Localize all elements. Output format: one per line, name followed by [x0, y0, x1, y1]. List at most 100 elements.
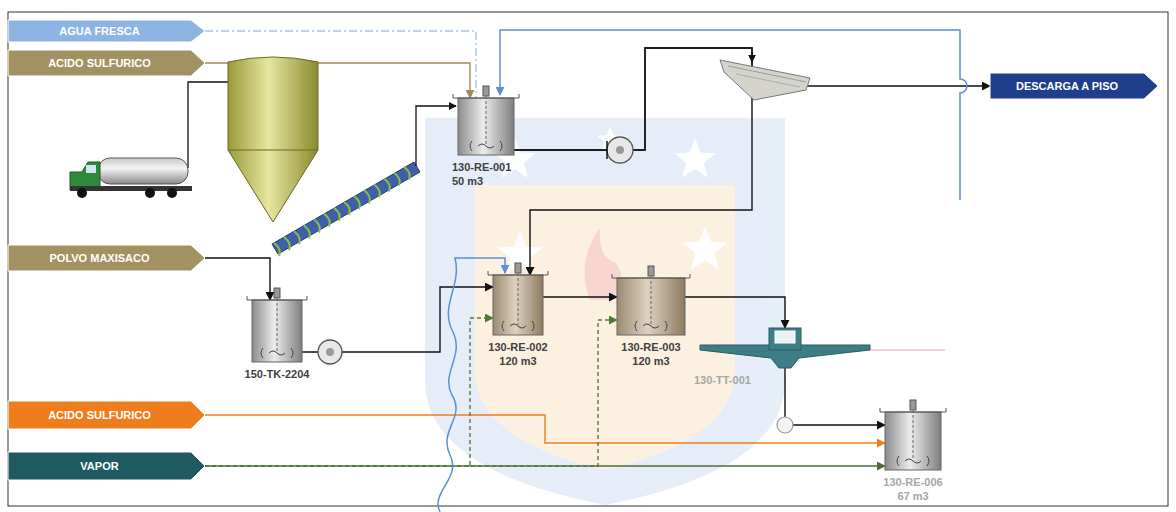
equipment-tag: 120 m3 — [621, 354, 680, 368]
stream-label: AGUA FRESCA — [59, 26, 139, 37]
equipment-tag: 130-RE-002 — [488, 340, 547, 354]
truck — [98, 158, 188, 184]
process-line — [785, 368, 885, 425]
truck — [86, 165, 96, 173]
process-line — [205, 258, 270, 300]
screw-flight — [364, 190, 370, 203]
tank-shape — [885, 412, 941, 470]
screw-conveyor — [272, 162, 420, 254]
stream-band: DESCARGA A PISO — [990, 73, 1158, 99]
band-fill — [8, 245, 205, 271]
pump — [607, 137, 633, 163]
feedwell-inner — [775, 331, 795, 343]
screen — [720, 60, 810, 100]
tank-shape — [458, 98, 514, 155]
tank: 130-RE-00667 m3 — [885, 412, 941, 470]
equipment-tag: 130-TT-001 — [694, 373, 751, 387]
impeller — [261, 348, 293, 358]
water-recycle-line — [500, 30, 967, 200]
agitator-motor — [274, 288, 280, 298]
watermark-emblem — [425, 118, 785, 505]
screen — [736, 74, 800, 87]
band-fill — [8, 50, 205, 76]
band-fill — [990, 73, 1158, 99]
truck — [70, 158, 192, 198]
screw-flight — [404, 167, 410, 180]
impeller — [635, 321, 667, 331]
thickener-shape — [700, 328, 870, 368]
stream-label: DESCARGA A PISO — [1016, 81, 1118, 92]
frame — [8, 12, 1168, 506]
screw-flight — [314, 220, 320, 233]
screw-flight — [344, 202, 350, 215]
tank: 130-RE-00150 m3 — [458, 98, 514, 155]
pump — [616, 146, 624, 154]
truck — [145, 188, 155, 198]
truck — [70, 162, 100, 190]
process-line — [205, 318, 493, 466]
stream-band: ACIDO SULFURICO — [8, 50, 205, 76]
screw-flight — [354, 196, 360, 209]
equipment-tag: 130-RE-003 — [621, 340, 680, 354]
screw-flight — [274, 243, 280, 256]
pump — [326, 348, 334, 356]
tank-shape — [493, 275, 543, 335]
agitator-motor — [648, 266, 654, 276]
watermark-emblem — [475, 185, 735, 470]
stream-label: ACIDO SULFURICO — [48, 58, 151, 69]
silo — [228, 57, 318, 222]
agitator-motor — [910, 400, 916, 410]
stream-band: AGUA FRESCA — [8, 20, 205, 42]
silo — [228, 150, 318, 151]
watermark-star — [682, 226, 728, 269]
screen — [728, 66, 806, 82]
screw-flight — [324, 214, 330, 227]
equipment-tag: 67 m3 — [883, 489, 942, 503]
equipment-tag: 150-TK-2204 — [245, 367, 310, 381]
conveyor-discharge-line — [416, 106, 456, 166]
equipment-tag: 130-RE-006 — [883, 475, 942, 489]
stream-label: VAPOR — [80, 461, 118, 472]
agitator-shaft — [518, 273, 519, 325]
agitator-shaft — [913, 410, 914, 460]
process-line — [543, 296, 617, 297]
screw-flight — [384, 179, 390, 192]
stream-band: POLVO MAXISACO — [8, 245, 205, 271]
pump — [777, 417, 793, 433]
process-line — [205, 415, 885, 443]
pump — [606, 141, 608, 159]
agitator-shaft — [651, 276, 652, 325]
screw-flight — [394, 173, 400, 186]
equipment-tag: 120 m3 — [488, 354, 547, 368]
equipment-tag: 130-RE-001 — [452, 160, 511, 174]
agitator-motor — [483, 86, 489, 96]
truck — [167, 188, 177, 198]
agitator-motor — [515, 263, 521, 273]
screw-flight — [374, 184, 380, 197]
equipment-tag: 50 m3 — [452, 174, 511, 188]
agitator-shaft — [486, 96, 487, 145]
screw-conveyor — [272, 162, 420, 256]
watermark-star — [497, 231, 543, 274]
impeller — [470, 141, 502, 151]
watermark-emblem — [494, 126, 728, 274]
pump — [607, 137, 633, 163]
stream-band: VAPOR — [8, 452, 205, 480]
screw-flight — [284, 237, 290, 250]
watermark-emblem — [425, 118, 785, 505]
process-line — [514, 48, 752, 275]
watermark-emblem — [584, 228, 621, 300]
impeller — [897, 456, 929, 466]
agitator-shaft — [277, 298, 278, 352]
tank-shape — [252, 300, 302, 362]
stream-label: ACIDO SULFURICO — [48, 410, 151, 421]
truck — [77, 188, 87, 198]
screen-feed-arrow — [751, 52, 752, 62]
screw-flight — [304, 225, 310, 238]
tank: 130-RE-002120 m3 — [493, 275, 543, 335]
band-fill — [8, 452, 205, 480]
feedwell — [769, 328, 801, 350]
tank-shape — [617, 278, 685, 335]
silo — [228, 57, 318, 222]
pump — [777, 417, 793, 433]
